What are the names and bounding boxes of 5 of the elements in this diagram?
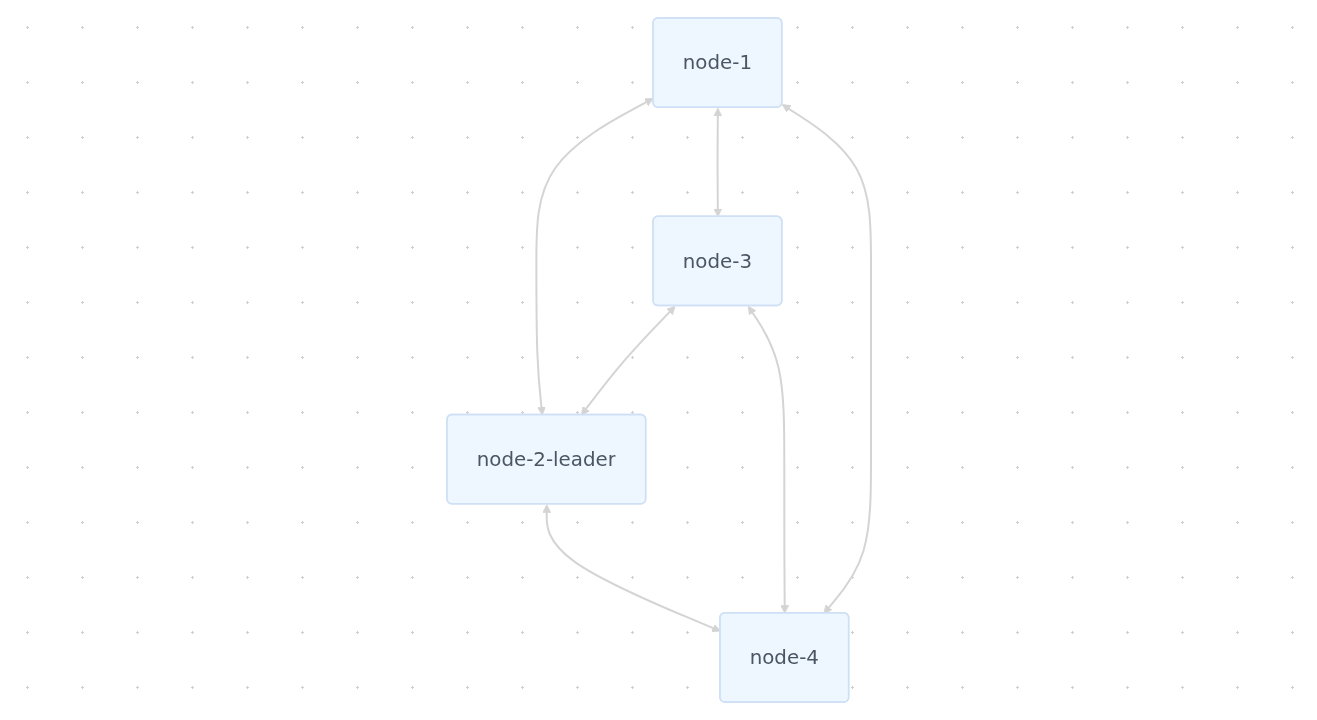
arrow xyxy=(713,107,722,218)
arrow xyxy=(781,104,872,614)
arrow xyxy=(534,98,654,416)
arrow xyxy=(747,305,789,614)
arrow xyxy=(580,305,676,416)
